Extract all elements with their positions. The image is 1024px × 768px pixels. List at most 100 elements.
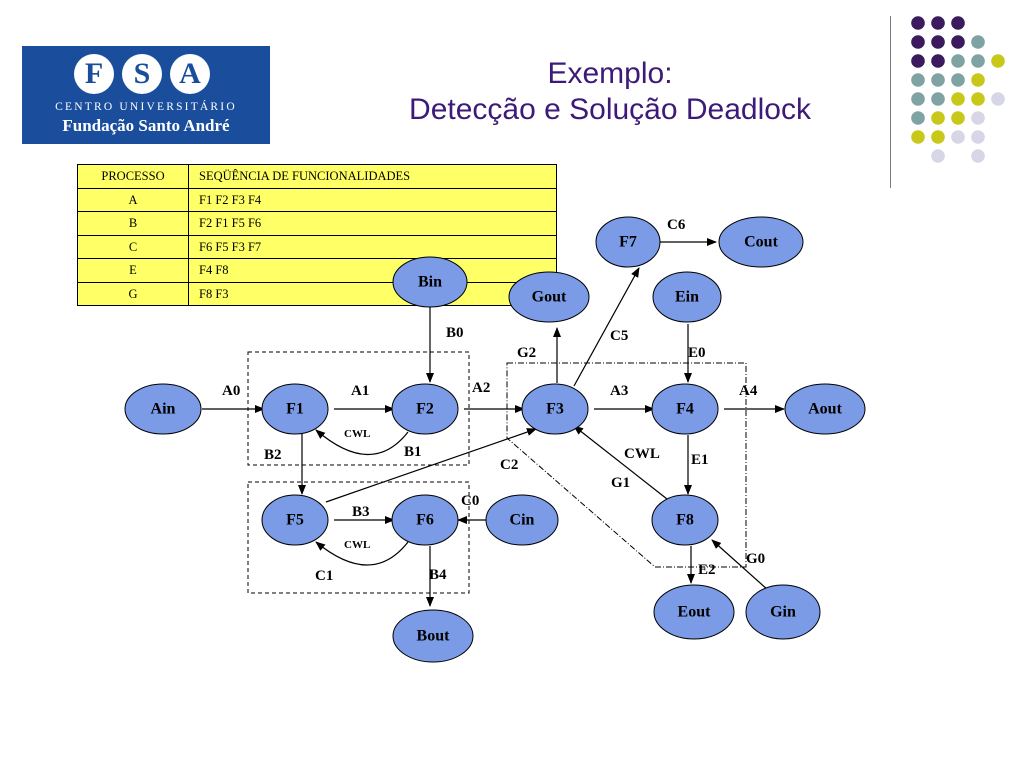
decorative-dot — [911, 73, 925, 87]
decorative-dot — [911, 130, 925, 144]
group-box-f3-f4-f8 — [506, 362, 747, 568]
node-ain-label: Ain — [151, 401, 176, 418]
logo-letter-a: A — [170, 54, 210, 94]
node-f5-label: F5 — [286, 512, 304, 529]
node-f6: F6 — [391, 494, 459, 546]
label-a0: A0 — [222, 383, 240, 399]
node-f3: F3 — [521, 383, 589, 435]
label-a2: A2 — [472, 380, 490, 396]
edge-f5-f3 — [325, 428, 537, 503]
label-a3: A3 — [610, 383, 628, 399]
label-b1: B1 — [404, 444, 422, 460]
node-gout-label: Gout — [532, 289, 567, 306]
edge-gin-f8 — [711, 539, 769, 591]
label-c0: C0 — [461, 493, 479, 509]
node-f7: F7 — [595, 216, 661, 268]
table-cell-processo: C — [77, 234, 189, 259]
node-bout: Bout — [392, 609, 474, 663]
decorative-dot — [931, 111, 945, 125]
node-gin-label: Gin — [770, 604, 796, 621]
label-g0: G0 — [746, 551, 765, 567]
decorative-dot — [971, 35, 985, 49]
decorative-dot — [931, 16, 945, 30]
node-aout-label: Aout — [808, 401, 842, 418]
table-header-processo: PROCESSO — [77, 164, 189, 189]
node-f7-label: F7 — [619, 234, 637, 251]
decorative-dot — [971, 149, 985, 163]
label-c2: C2 — [500, 457, 518, 473]
label-e1: E1 — [691, 452, 709, 468]
table-header-row: PROCESSO SEQÜÊNCIA DE FUNCIONALIDADES — [77, 164, 557, 189]
node-cin-label: Cin — [510, 512, 535, 529]
node-f3-label: F3 — [546, 401, 564, 418]
table-cell-processo: A — [77, 187, 189, 212]
node-eout-label: Eout — [678, 604, 712, 621]
decorative-dot — [951, 54, 965, 68]
decorative-dot — [951, 111, 965, 125]
table-row: E F4 F8 — [77, 258, 557, 283]
node-bin: Bin — [392, 256, 468, 308]
fsa-logo: F S A CENTRO UNIVERSITÁRIO Fundação Sant… — [22, 46, 270, 144]
node-cin: Cin — [485, 494, 559, 546]
edge-f6-f5-cwl — [315, 541, 409, 566]
node-gout: Gout — [508, 271, 590, 323]
decorative-dot — [911, 111, 925, 125]
node-ein: Ein — [652, 271, 722, 323]
label-b4: B4 — [429, 567, 447, 583]
label-cwl-f1-f2: CWL — [344, 428, 370, 440]
label-c6: C6 — [667, 217, 686, 233]
node-ain: Ain — [124, 383, 202, 435]
node-f4-label: F4 — [676, 401, 694, 418]
decorative-dot — [911, 16, 925, 30]
logo-line1: CENTRO UNIVERSITÁRIO — [55, 101, 237, 113]
decorative-dot — [911, 54, 925, 68]
decorative-dot — [931, 92, 945, 106]
label-e0: E0 — [688, 345, 706, 361]
decorative-dot — [931, 149, 945, 163]
node-cout: Cout — [718, 216, 804, 268]
label-g1: G1 — [611, 475, 630, 491]
label-a1: A1 — [351, 383, 369, 399]
divider-line — [890, 16, 891, 188]
decorative-dots — [911, 16, 1005, 163]
table-cell-sequencia: F1 F2 F3 F4 — [188, 187, 557, 212]
decorative-dot — [971, 92, 985, 106]
table-row: C F6 F5 F3 F7 — [77, 234, 557, 259]
node-f5: F5 — [261, 494, 329, 546]
label-cwl-f5-f6: CWL — [344, 539, 370, 551]
decorative-dot — [971, 130, 985, 144]
decorative-dot — [991, 54, 1005, 68]
decorative-dot — [931, 130, 945, 144]
label-cwl-f3-f8: CWL — [624, 446, 660, 462]
decorative-dot — [951, 35, 965, 49]
decorative-dot — [971, 111, 985, 125]
node-bout-label: Bout — [417, 628, 451, 645]
decorative-dot — [911, 92, 925, 106]
table-cell-processo: E — [77, 258, 189, 283]
table-cell-processo: B — [77, 211, 189, 236]
edge-f2-f1-cwl — [315, 429, 409, 455]
node-eout: Eout — [653, 584, 735, 640]
node-f1-label: F1 — [286, 401, 304, 418]
node-aout: Aout — [784, 383, 866, 435]
logo-letter-s: S — [122, 54, 162, 94]
table-cell-sequencia: F8 F3 — [188, 281, 557, 306]
table-row: A F1 F2 F3 F4 — [77, 187, 557, 212]
label-b2: B2 — [264, 447, 282, 463]
title-line1: Exemplo: — [547, 57, 673, 90]
decorative-dot — [951, 73, 965, 87]
label-b0: B0 — [446, 325, 464, 341]
node-f6-label: F6 — [416, 512, 434, 529]
label-c5: C5 — [610, 328, 628, 344]
process-table: PROCESSO SEQÜÊNCIA DE FUNCIONALIDADES A … — [77, 164, 557, 306]
table-row: G F8 F3 — [77, 281, 557, 306]
label-b3: B3 — [352, 504, 370, 520]
decorative-dot — [991, 92, 1005, 106]
slide-title: Exemplo: Detecção e Solução Deadlock — [300, 56, 920, 128]
decorative-dot — [931, 54, 945, 68]
table-cell-sequencia: F6 F5 F3 F7 — [188, 234, 557, 259]
decorative-dot — [951, 92, 965, 106]
node-cout-label: Cout — [744, 234, 778, 251]
table-cell-processo: G — [77, 281, 189, 306]
